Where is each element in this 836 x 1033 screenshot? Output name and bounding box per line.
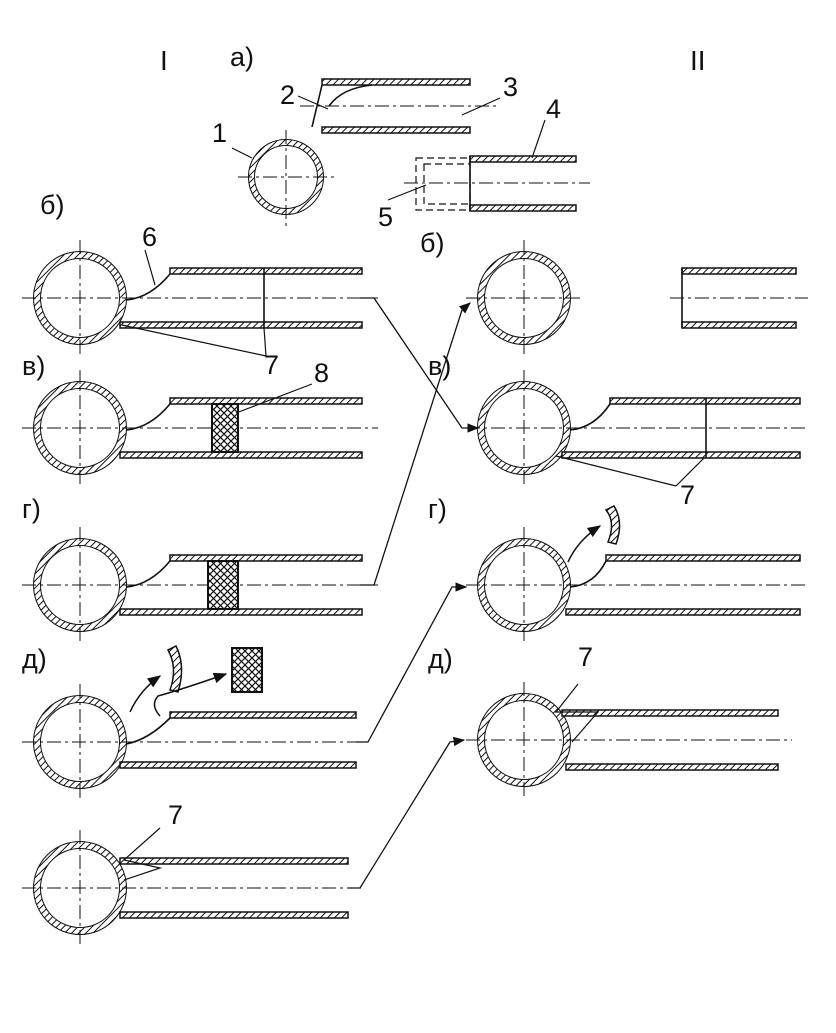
callout-4: 4 — [546, 94, 561, 124]
stage-label-g-left: г) — [22, 494, 41, 524]
callout-7-left-b: 7 — [264, 350, 279, 380]
callouts-left-final — [122, 827, 163, 881]
callouts-left-v — [235, 383, 313, 414]
callout-7-right-d: 7 — [578, 642, 593, 672]
flow-arrow-2 — [360, 302, 471, 586]
callout-7-right-v: 7 — [680, 480, 695, 510]
callout-7-left-final: 7 — [168, 800, 183, 830]
stage-label-b-left: б) — [40, 190, 64, 220]
callout-2: 2 — [280, 80, 295, 110]
stage-label-v-right: в) — [428, 351, 451, 381]
main-pipe-cross-section-a — [238, 130, 336, 226]
column-label-left: I — [160, 45, 168, 76]
callouts-left-b — [121, 249, 267, 357]
column-label-right: II — [690, 45, 706, 76]
callout-5: 5 — [378, 202, 393, 232]
assembly-right-d — [466, 682, 792, 798]
callouts-right-d — [554, 683, 600, 743]
assembly-left-final — [22, 830, 362, 946]
stage-label-v-left: в) — [22, 351, 45, 381]
assembly-right-g — [466, 505, 808, 643]
parts-right-b — [466, 240, 808, 356]
callout-6: 6 — [142, 222, 157, 252]
stage-label-g-right: г) — [428, 494, 447, 524]
callouts-a — [231, 95, 546, 201]
stage-label-a: а) — [230, 42, 254, 72]
stage-label-d-right: д) — [428, 644, 453, 674]
assembly-left-b — [22, 240, 378, 356]
flow-arrow-4 — [348, 736, 466, 889]
flow-arrows — [348, 297, 480, 889]
callouts-right-v — [555, 455, 705, 487]
callout-1: 1 — [212, 118, 227, 148]
assembly-left-d — [22, 644, 370, 800]
callout-3: 3 — [503, 72, 518, 102]
callout-8: 8 — [314, 358, 329, 388]
branch-pipe-with-saddle-a — [300, 78, 496, 134]
assembly-right-v — [466, 370, 808, 486]
branch-pipe-straight-cut-a — [404, 155, 590, 212]
stage-label-d-left: д) — [22, 644, 47, 674]
flow-arrow-3 — [356, 582, 468, 743]
stage-label-b-right: б) — [420, 228, 444, 258]
assembly-left-g — [22, 527, 378, 643]
flow-arrow-1 — [360, 297, 480, 433]
